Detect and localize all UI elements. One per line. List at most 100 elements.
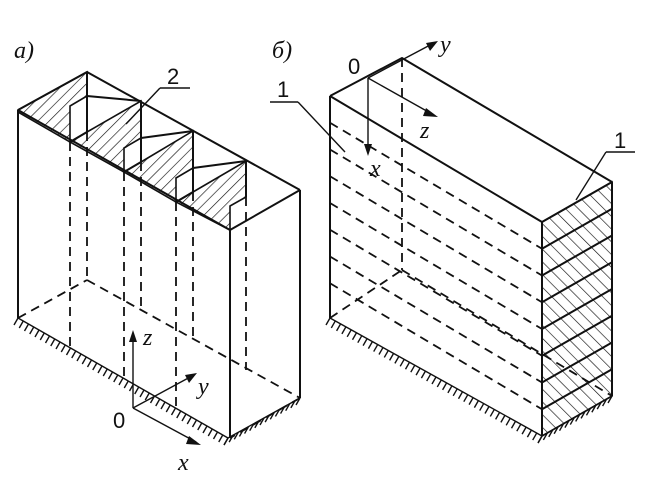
ground-tick [71, 350, 77, 359]
ground-tick [532, 432, 538, 441]
ground-tick [134, 386, 140, 395]
panel-a-axes: z y x 0 [113, 325, 209, 476]
ground-tick [207, 428, 213, 437]
ground-tick [373, 344, 379, 352]
ground-tick [473, 400, 480, 408]
layer-separator [541, 207, 613, 250]
layer-separator [541, 314, 613, 357]
ground-tick [521, 426, 527, 435]
ground-tick [202, 425, 208, 434]
callout-1-left-label: 1 [277, 77, 289, 102]
panel-b-axes: y z x 0 [348, 32, 451, 182]
ground-tick [107, 371, 114, 380]
ground-tick [484, 406, 490, 414]
axis-b-z: z [419, 118, 430, 144]
panel-b-callout-left: 1 [270, 77, 346, 153]
ground-tick [431, 376, 437, 385]
ground-tick [181, 413, 187, 422]
ground-tick [404, 361, 411, 370]
ground-tick [335, 323, 342, 332]
ground-tick [123, 380, 129, 389]
ground-tick [500, 415, 506, 423]
ground-tick [285, 403, 291, 412]
ground-tick [441, 382, 448, 391]
ground-tick [186, 416, 192, 425]
ground-tick [170, 407, 177, 416]
ground-tick [457, 391, 464, 400]
layer-line [329, 175, 543, 304]
ground-tick [378, 347, 384, 355]
layer-separator [541, 368, 613, 411]
ground-tick [388, 353, 395, 361]
panel-a-hatched-cells [17, 70, 247, 232]
layer-separator [541, 261, 613, 304]
ground-tick [274, 409, 281, 417]
axis-a-x: x [177, 450, 189, 476]
ground-tick [367, 341, 374, 349]
ground-tick [39, 332, 45, 341]
callout-1-right-label: 1 [614, 128, 626, 153]
ground-tick [118, 377, 124, 386]
axis-a-y: y [196, 374, 209, 400]
layer-separator [541, 288, 613, 330]
layer-line [329, 148, 543, 277]
ground-tick [362, 338, 368, 346]
ground-tick [243, 426, 250, 434]
ground-tick [144, 392, 150, 401]
ground-tick [86, 359, 93, 368]
ground-tick [505, 417, 511, 426]
ground-tick [415, 367, 421, 376]
ground-tick [18, 320, 24, 329]
ground-tick [155, 398, 161, 407]
ground-tick [34, 329, 40, 338]
layer-separator [541, 234, 613, 277]
ground-tick [50, 338, 56, 347]
ground-tick [176, 410, 182, 419]
ground-tick [410, 364, 416, 373]
ground-tick [212, 431, 219, 440]
panel-b-callout-right: 1 [575, 128, 635, 201]
ground-tick [341, 326, 347, 335]
ground-tick [447, 385, 453, 394]
ground-tick [399, 358, 405, 367]
ground-tick [76, 353, 82, 362]
ground-tick [60, 344, 66, 353]
panel-b-hidden-lines [329, 58, 613, 411]
ground-tick [526, 429, 533, 438]
panel-b: б) 1 [270, 32, 635, 444]
panel-a-hidden-lines [17, 132, 301, 439]
ground-tick [452, 388, 458, 397]
ground-tick [249, 423, 255, 432]
layer-line [329, 282, 543, 411]
ground-tick [346, 329, 352, 338]
ground-tick [44, 335, 51, 344]
ground-tick [325, 317, 331, 326]
ground-tick [494, 412, 501, 420]
ground-tick [160, 401, 166, 410]
axis-a-z: z [142, 325, 153, 351]
panel-a-callout-2: 2 [125, 64, 190, 125]
ground-tick [81, 356, 87, 365]
ground-tick [479, 403, 485, 411]
ground-tick [463, 394, 469, 403]
ground-tick [223, 437, 229, 446]
callout-2-label: 2 [167, 64, 179, 89]
ground-tick [516, 423, 522, 432]
ground-tick [468, 397, 474, 405]
ground-tick [65, 347, 72, 356]
ground-tick [191, 419, 198, 428]
ground-tick [436, 379, 442, 388]
ground-tick [394, 356, 400, 364]
panel-a-block [17, 71, 301, 438]
ground-tick [139, 389, 145, 398]
panel-a-label: а) [14, 38, 34, 64]
panel-a-ground [13, 317, 301, 446]
layer-line [329, 121, 543, 250]
ground-tick [259, 417, 265, 426]
layer-line [329, 202, 543, 330]
axis-b-y: y [438, 32, 451, 58]
layer-line [329, 228, 543, 357]
ground-tick [383, 350, 389, 358]
